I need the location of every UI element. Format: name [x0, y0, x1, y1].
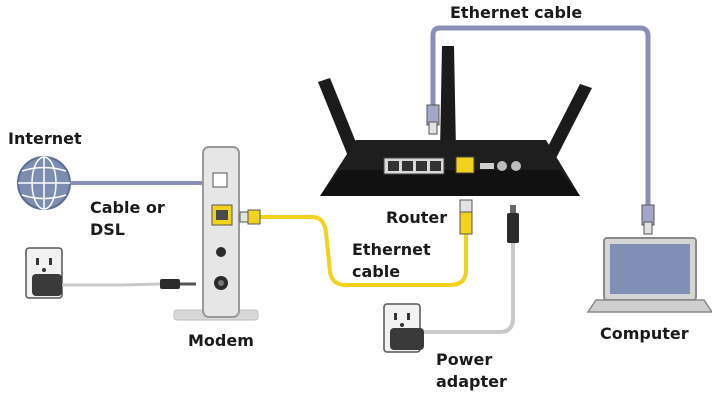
ethernet-plug-icon	[459, 211, 473, 235]
label-adapter: adapter	[436, 372, 507, 391]
label-router: Router	[386, 208, 448, 227]
router-wan-port	[455, 156, 475, 174]
modem-body	[202, 146, 240, 318]
label-ethernet: Ethernet	[352, 240, 431, 259]
label-internet: Internet	[8, 129, 82, 148]
router-icon	[318, 46, 592, 196]
label-modem: Modem	[188, 331, 254, 350]
label-computer: Computer	[600, 324, 689, 343]
router-antenna-right	[538, 84, 592, 170]
router-antenna-center	[440, 46, 456, 150]
label-cable-or: Cable or	[90, 198, 165, 217]
globe-icon	[17, 156, 71, 210]
laptop-icon	[586, 237, 712, 313]
ethernet-cable-top	[426, 25, 655, 235]
modem-icon	[173, 146, 259, 321]
ethernet-plug-icon	[247, 209, 261, 225]
router-power	[383, 205, 519, 353]
power-plug-icon	[390, 328, 424, 350]
power-plug-icon	[32, 274, 62, 296]
label-cable: cable	[352, 262, 401, 281]
label-power: Power	[436, 350, 493, 369]
label-dsl: DSL	[90, 220, 125, 239]
label-ethernet-cable-top: Ethernet cable	[450, 3, 583, 22]
modem-power	[25, 247, 196, 299]
ethernet-cable-yellow	[239, 199, 473, 287]
